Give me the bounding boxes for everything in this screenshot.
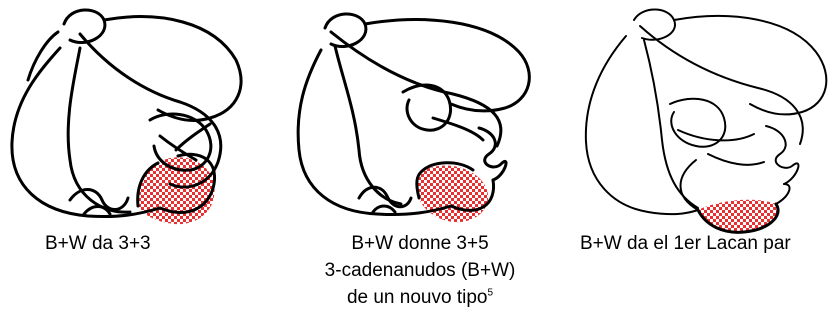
caption-line: B+W da el 1er Lacan par [580,233,791,255]
knot-diagram-1 [0,0,250,240]
knot-diagram-3 [578,0,840,240]
caption-figure-2: B+W donne 3+5 3-cadenanudos (B+W) de un … [270,233,570,309]
caption-figure-3: B+W da el 1er Lacan par [580,233,791,255]
caption-line: de un nouvo tipo5 [270,287,570,309]
knot-diagram-2 [283,0,548,240]
footnote-mark: 5 [487,288,493,299]
caption-figure-1: B+W da 3+3 [45,233,151,255]
caption-line: 3-cadenanudos (B+W) [270,260,570,282]
caption-line: B+W donne 3+5 [270,233,570,255]
caption-text: de un nouvo tipo [347,287,488,308]
caption-line: B+W da 3+3 [45,233,151,255]
checkered-region-2 [418,166,488,223]
